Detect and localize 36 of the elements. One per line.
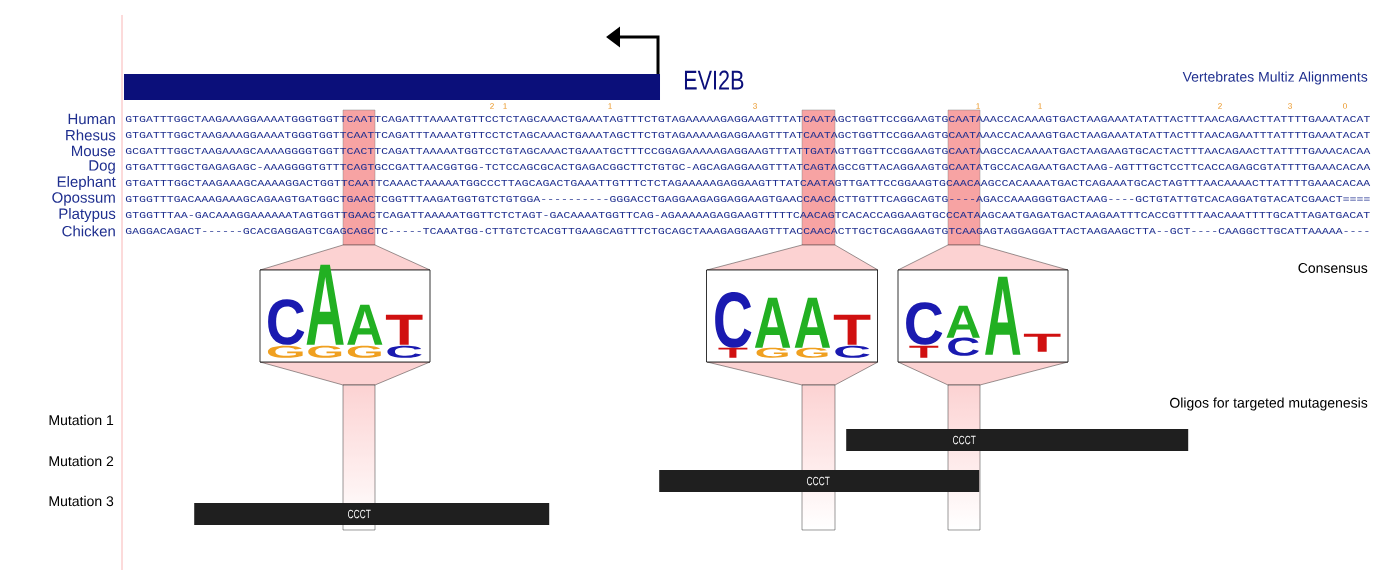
score-number: 2 <box>1218 103 1222 109</box>
mutation-label: Mutation 2 <box>49 455 114 467</box>
track-title: Oligos for targeted mutagenesis <box>1170 397 1368 411</box>
species-name: Dog <box>89 160 115 174</box>
sequence-row: GCGATTTGGCTAAGAAAGCAAAAGGGGTGGTTCACTTCAGATTAAAAATGGTCCTGTAGCAAACTGAAATGCTTTCCGGAGAAAAAGAGGAAGTTTATTGATAGTTGGTTCCGGAAGTGCAATAAGCCACAAAATGACTAAGAAGTGCACTACTTTAACAGAACTTATTTTGAAACACAA <box>125 147 1371 155</box>
score-number: 0 <box>1343 103 1347 109</box>
species-name: Opossum <box>52 192 115 206</box>
sequence-row: GTGGTTTGACAAAGAAAGCAGAAGTGATGGCTGAACTCGGTTTAAGATGGTGTCTGTGGA----------GGGACCTGAGGAAGAGGAGGAAGTGAACCAACACTTGTTTCAGGCAGTG----AGACCAAAGGGTGACTAAG----GCTGTATTGTCACAGGATGTACATCGAACT==== <box>125 195 1370 203</box>
score-number: 3 <box>1288 103 1292 109</box>
sequence-row: GTGATTTGGCTAAGAAAGGAAAATGGGTGGTTCAATTCAGATTTAAAATGTTCCTCTAGCAAACTGAAATAGTTTCTGTAGAAAAAGAGGAAGTTTATCAATAGCTGGTTCCGGAAGTGCAATAAACCACAAAGTGACTAAGAAATATATTACTTTAACAGAACTTATTTTGAAATACAT <box>125 115 1370 123</box>
species-name: Elephant <box>57 176 116 190</box>
oligo-bar: CCCT <box>659 470 980 492</box>
species-name: Rhesus <box>66 129 116 141</box>
sequence-row: GTGATTTGGCTAAGAAAGCAAAAGGACTGGTTCAATTCAAACTAAAAATGGCCCTTAGCAGACTGAAATTGTTTCTCTAGAAAAAGAGGAAGTTTATCAATAGTTGATTCCGGAAGTGCAACAAGCCACAAAATGACTCAGAAATGCACTAGTTTAACAAAACTTATTTTGAAACACAA <box>125 179 1371 187</box>
mutation-label: Mutation 3 <box>49 495 114 507</box>
score-number: 3 <box>753 103 757 109</box>
score-number: 1 <box>1038 103 1042 109</box>
sequence-row: GTGATTTGGCTGAGAGAGC-AAAGGGGTGTTTCAGTGCCGATTAACGGTGG-TCTCCAGCGCACTGAGACGGCTTCTGTGC-AGCAGAGGAAGTTTATCAGTAGCCGTTACAGGAAGTGCAATATGCCACAGAATGACTAAG-AGTTTGCTCCTTCACCAGAGCGTATTTTGAAACACAA <box>125 163 1371 171</box>
sequence-row: GTGGTTTAA-GACAAAGGAAAAAATAGTGGTTGAACTCAGATTAAAAATGGTTCTCTAGT-GACAAAATGGTTCAG-AGAAAAAGAGGAAGTTTTTCAACAGTCACACCAGGAAGTGCCCATAAGCAATGAGATGACTAAGAATTTCACCGTTTTAACAAATTTTGCATTAGATGACAT <box>125 211 1370 219</box>
species-name: Platypus <box>59 208 116 222</box>
oligo-bar: CCCT <box>846 429 1189 451</box>
mutation-label: Mutation 1 <box>49 414 114 426</box>
consensus-motif: CAAT T G G C <box>706 269 878 363</box>
gene-name: EVI2B <box>685 70 744 90</box>
track-title: Consensus <box>1298 263 1368 273</box>
oligo-bar: CCCT <box>194 503 550 525</box>
species-name: Chicken <box>62 225 115 237</box>
sequence-row: GTGATTTGGCTAAGAAAGGAAAATGGGTGGTTCAATTCAGATTTAAAATGTTCCTCTAGCAAACTGAAATAGCTTCTGTAGAAAAAGAGGAAGTTTATCAATAGCTGGTTCCGGAAGTGCAATAAACCACAAAGTGACTAAGAAATATATTACTTTAACAGAATTTATTTTGAAATACAT <box>125 131 1370 139</box>
score-number: 2 <box>490 103 494 109</box>
track-title: Vertebrates Multiz Alignments <box>1182 71 1368 85</box>
species-name: Human <box>68 113 115 125</box>
species-name: Mouse <box>72 145 116 157</box>
score-number: 1 <box>608 103 612 109</box>
score-number: 1 <box>503 103 507 109</box>
score-number: 1 <box>976 103 980 109</box>
sequence-row: GAGGACAGACT------GCACGAGGAGTCGAGCAGCTC-----TCAAATGG-CTTGTCTCACGTTGAAGCAGTTTCTGCAGCTAAAGAGGAAGTTTACCAACACTTGCTGCAGGAAGTGTCAAGAGTAGGAGGATTACTAAGAAGCTTA--GCT----CAAGGCTTGCATTAAAAA---- <box>125 227 1369 235</box>
